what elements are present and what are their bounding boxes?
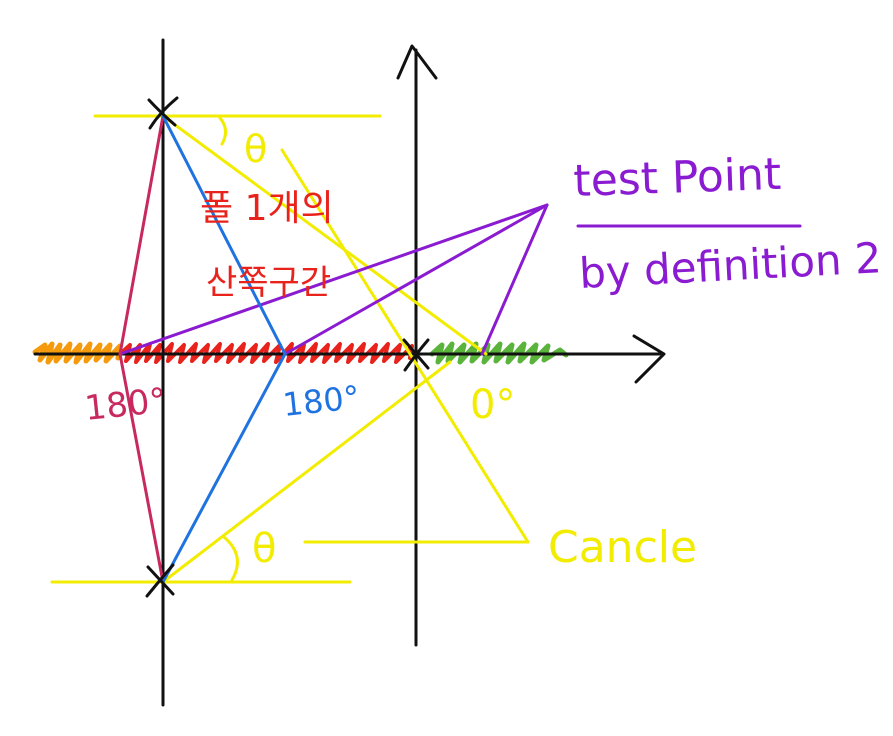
korean-label-line2: 산쪽구간 — [206, 263, 331, 303]
text-labels: test Point by definition 2 폴 1개의 산쪽구간 18… — [83, 127, 883, 573]
top-pole-to-origin-line — [161, 114, 488, 356]
pink-lines — [118, 114, 165, 584]
pink-bottom-line — [118, 352, 165, 584]
top-pole-x-icon — [147, 96, 179, 130]
pink-top-line — [118, 114, 165, 356]
theta-top-arc — [218, 116, 227, 146]
axes — [33, 38, 666, 707]
test-point-to-zero — [480, 203, 549, 356]
test-point-to-blue-pole — [283, 203, 549, 356]
blue-bottom-line — [161, 352, 287, 584]
orange-shading — [32, 341, 123, 365]
real-axis-arrowhead — [632, 334, 666, 384]
blue-lines — [161, 114, 287, 584]
angle-180-blue-label: 180° — [281, 378, 362, 424]
theta-bottom-label: θ — [252, 526, 276, 572]
angle-0-label: 0° — [470, 382, 515, 428]
korean-label-line1: 폴 1개의 — [200, 188, 334, 229]
angle-180-pink-label: 180° — [83, 381, 169, 429]
test-point-label: test Point — [573, 149, 782, 207]
test-point-to-pink-pole — [118, 203, 549, 356]
bottom-pole-to-zero-line — [161, 360, 452, 584]
theta-bottom-arc — [222, 535, 239, 582]
blue-top-line — [161, 114, 287, 356]
cancel-label: Cancle — [548, 522, 697, 573]
purple-test-lines — [118, 203, 802, 356]
bottom-pole-x-icon — [145, 563, 175, 598]
yellow-triangle — [161, 114, 530, 584]
by-definition-label: by definition 2 — [578, 233, 883, 298]
yellow-reference-lines — [50, 114, 382, 584]
zero-to-cancel-line — [280, 148, 530, 544]
theta-top-label: θ — [244, 127, 267, 171]
imaginary-axis-arrowhead — [396, 44, 438, 80]
origin-pole-x-icon — [402, 338, 430, 372]
pole-markers — [145, 96, 430, 598]
